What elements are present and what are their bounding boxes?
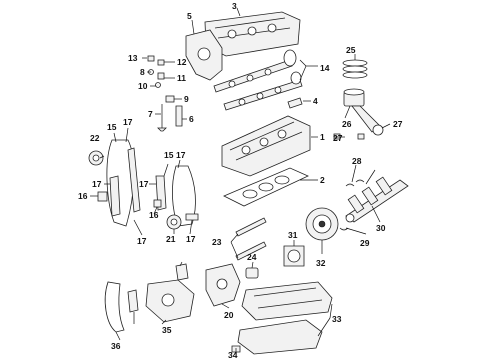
timing-chain-left — [106, 139, 141, 227]
valvetrain-parts — [147, 55, 183, 132]
piston-and-connecting-rod — [333, 88, 384, 140]
callout-6: 6 — [189, 114, 194, 124]
callout-17-right-mid: 17 — [139, 179, 149, 189]
cam-bolt — [287, 97, 303, 109]
oil-pan-upper — [241, 281, 333, 321]
callout-16-left: 16 — [78, 191, 88, 201]
callout-4: 4 — [313, 96, 318, 106]
piston-rings — [342, 59, 368, 79]
callout-17-right-bottom: 17 — [186, 234, 196, 244]
cam-sprocket — [88, 150, 104, 166]
callout-17-left-top: 17 — [123, 117, 133, 127]
callout-33: 35 — [162, 325, 172, 335]
timing-case — [205, 263, 241, 307]
oil-pump-chain — [104, 281, 125, 333]
harmonic-balancer — [305, 207, 339, 241]
callout-12: 12 — [177, 57, 187, 67]
head-gasket — [223, 167, 309, 207]
callout-3: 3 — [232, 1, 237, 11]
callout-19: 21 — [166, 234, 176, 244]
callout-5: 5 — [187, 11, 192, 21]
callout-29: 31 — [288, 230, 298, 240]
cylinder-head-cover — [204, 11, 301, 57]
callout-17-left-mid: 17 — [92, 179, 102, 189]
callout-25: 27 — [393, 119, 403, 129]
callout-11: 11 — [177, 73, 186, 83]
callout-16-right: 16 — [149, 210, 159, 220]
oil-pump-tensioner — [127, 289, 139, 313]
callout-17-left-bottom: 17 — [137, 236, 147, 246]
callout-26: 27 — [333, 133, 343, 143]
callout-21: 23 — [212, 237, 222, 247]
callout-9: 9 — [184, 94, 189, 104]
callout-15-left: 15 — [107, 122, 117, 132]
callout-20: 22 — [90, 133, 100, 143]
oil-pan-lower — [237, 319, 323, 355]
callout-18: 20 — [224, 310, 234, 320]
cylinder-head — [221, 115, 311, 177]
leader-lines — [90, 7, 391, 352]
camshafts — [213, 49, 303, 111]
callout-22: 24 — [247, 252, 257, 262]
callout-27-bottom: 29 — [360, 238, 370, 248]
oil-filter — [245, 267, 259, 279]
callout-32: 34 — [228, 350, 238, 360]
callout-31: 33 — [332, 314, 342, 324]
callout-34: 36 — [111, 341, 121, 351]
front-seal — [283, 245, 305, 267]
callout-30: 32 — [316, 258, 326, 268]
callout-27-top: 28 — [352, 156, 362, 166]
callout-7: 7 — [148, 109, 153, 119]
balance-shafts — [235, 217, 267, 261]
timing-cover — [185, 29, 223, 81]
chain-tensioner — [97, 191, 108, 202]
crank-bearings — [339, 179, 365, 231]
callout-1: 1 — [320, 132, 325, 142]
callout-labels: 3 5 14 4 1 2 13 12 8 11 10 9 7 6 25 26 2… — [78, 1, 403, 360]
oil-pump — [145, 263, 195, 323]
timing-chain-right — [153, 165, 199, 230]
crankshaft — [345, 176, 409, 223]
callout-10: 10 — [138, 81, 148, 91]
callout-14: 14 — [320, 63, 330, 73]
callout-17-right-top: 17 — [176, 150, 186, 160]
callout-23: 25 — [346, 45, 356, 55]
callout-15-right: 15 — [164, 150, 174, 160]
callout-24: 26 — [342, 119, 352, 129]
callout-13: 13 — [128, 53, 138, 63]
callout-2: 2 — [320, 175, 325, 185]
callout-28: 30 — [376, 223, 386, 233]
callout-8: 8 — [140, 67, 145, 77]
